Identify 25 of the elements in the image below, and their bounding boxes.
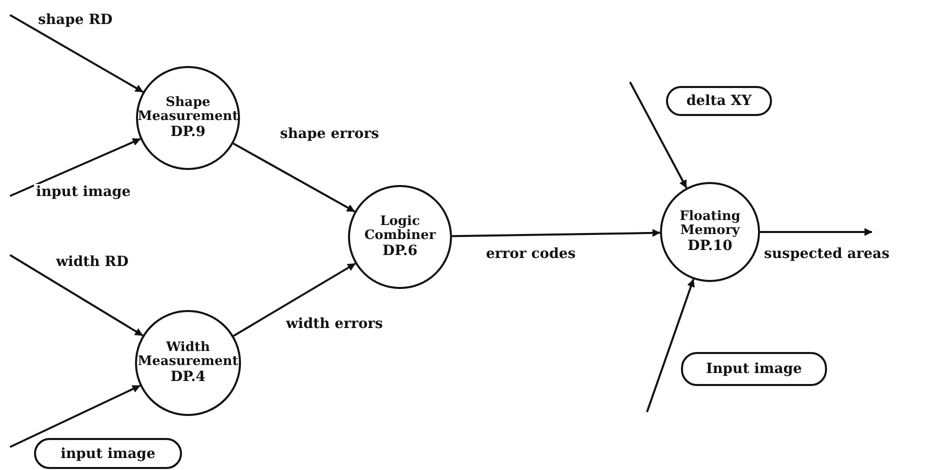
- process-id: DP.10: [686, 238, 734, 254]
- process-id: DP.9: [170, 124, 206, 140]
- process-id: DP.6: [382, 244, 418, 259]
- arrow: [233, 262, 356, 337]
- arrow: [9, 254, 144, 336]
- data-store-label: Input image: [681, 352, 827, 386]
- edge-label: input image: [34, 184, 133, 200]
- process-id: DP.4: [170, 370, 206, 385]
- arrow: [10, 138, 141, 197]
- data-store-label: input image: [34, 438, 182, 469]
- arrow: [760, 228, 872, 236]
- arrow: [452, 228, 660, 238]
- arrow: [232, 142, 356, 212]
- process-name: Floating Memory: [678, 210, 742, 239]
- data-store-label: delta XY: [666, 86, 772, 116]
- process-name: Width Measurement: [136, 341, 240, 370]
- arrow: [629, 82, 688, 188]
- arrow: [10, 384, 140, 448]
- edge-label: shape RD: [36, 12, 114, 28]
- arrow: [646, 278, 695, 412]
- arrow: [10, 14, 144, 93]
- edge-label: suspected areas: [762, 246, 892, 262]
- process-name: Logic Combiner: [363, 215, 437, 244]
- edge-label: shape errors: [278, 126, 381, 142]
- process-name: Shape Measurement: [136, 96, 240, 125]
